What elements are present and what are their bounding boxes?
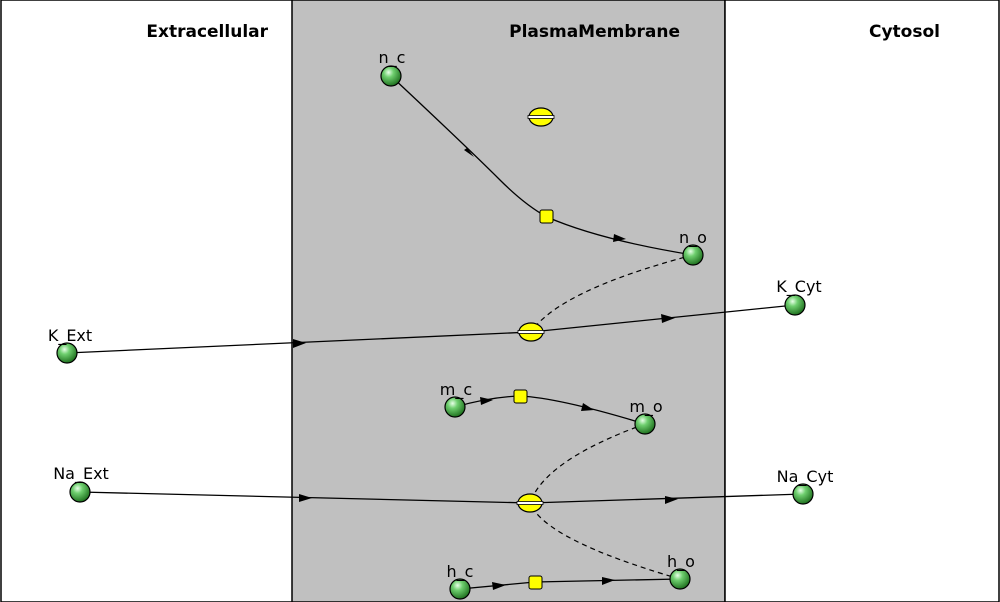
species-node-m-c[interactable] — [444, 396, 466, 418]
arrowhead — [480, 397, 493, 405]
extracellular-compartment — [0, 0, 294, 602]
species-label-h-o: h_o — [667, 552, 695, 572]
species-label-k-cyt: K_Cyt — [776, 277, 821, 297]
species-node-h-o[interactable] — [669, 568, 691, 590]
modulation-edge-h-o-to-na-channel — [529, 502, 681, 580]
k-channel-node — [517, 322, 545, 342]
species-node-na-cyt[interactable] — [792, 483, 814, 505]
species-label-na-ext: Na_Ext — [53, 464, 109, 484]
species-label-m-o: m_o — [629, 397, 662, 417]
na-channel-node — [516, 493, 544, 513]
process-node-h — [528, 575, 543, 590]
arrowhead — [464, 148, 474, 157]
modulation-edge-n-o-to-k-channel — [530, 254, 694, 333]
reaction-edge-process-to-m-o — [519, 395, 646, 425]
cytosol-label: Cytosol — [869, 22, 940, 42]
species-node-n-c[interactable] — [380, 65, 402, 87]
process-node-n — [539, 209, 554, 224]
species-label-n-o: n_o — [679, 228, 707, 248]
plasma-membrane-label: PlasmaMembrane — [509, 22, 680, 42]
species-node-k-ext[interactable] — [56, 342, 78, 364]
arrowhead — [299, 494, 312, 502]
species-label-na-cyt: Na_Cyt — [777, 467, 834, 487]
species-label-h-c: h_c — [447, 562, 474, 582]
species-label-k-ext: K_Ext — [48, 326, 92, 346]
arrowhead — [581, 403, 594, 411]
species-label-n-c: n_c — [379, 48, 406, 68]
species-node-h-c[interactable] — [449, 578, 471, 600]
species-node-n-o[interactable] — [682, 244, 704, 266]
species-node-k-cyt[interactable] — [784, 294, 806, 316]
arrowhead — [661, 314, 675, 323]
extracellular-label: Extracellular — [146, 22, 268, 42]
arrowhead — [492, 582, 506, 590]
arrowhead — [665, 496, 678, 504]
cytosol-compartment — [724, 0, 1000, 602]
species-node-m-o[interactable] — [634, 413, 656, 435]
arrowhead — [293, 339, 306, 348]
orphan-channel-node — [527, 107, 555, 127]
species-node-na-ext[interactable] — [69, 481, 91, 503]
process-node-m — [513, 389, 528, 404]
arrowhead — [602, 577, 615, 585]
arrowhead — [613, 234, 626, 242]
plasma-membrane-compartment — [291, 0, 726, 602]
reaction-edge-n-c-to-process — [390, 75, 548, 218]
species-label-m-c: m_c — [440, 380, 472, 400]
reaction-edge-process-to-n-o — [546, 216, 694, 256]
